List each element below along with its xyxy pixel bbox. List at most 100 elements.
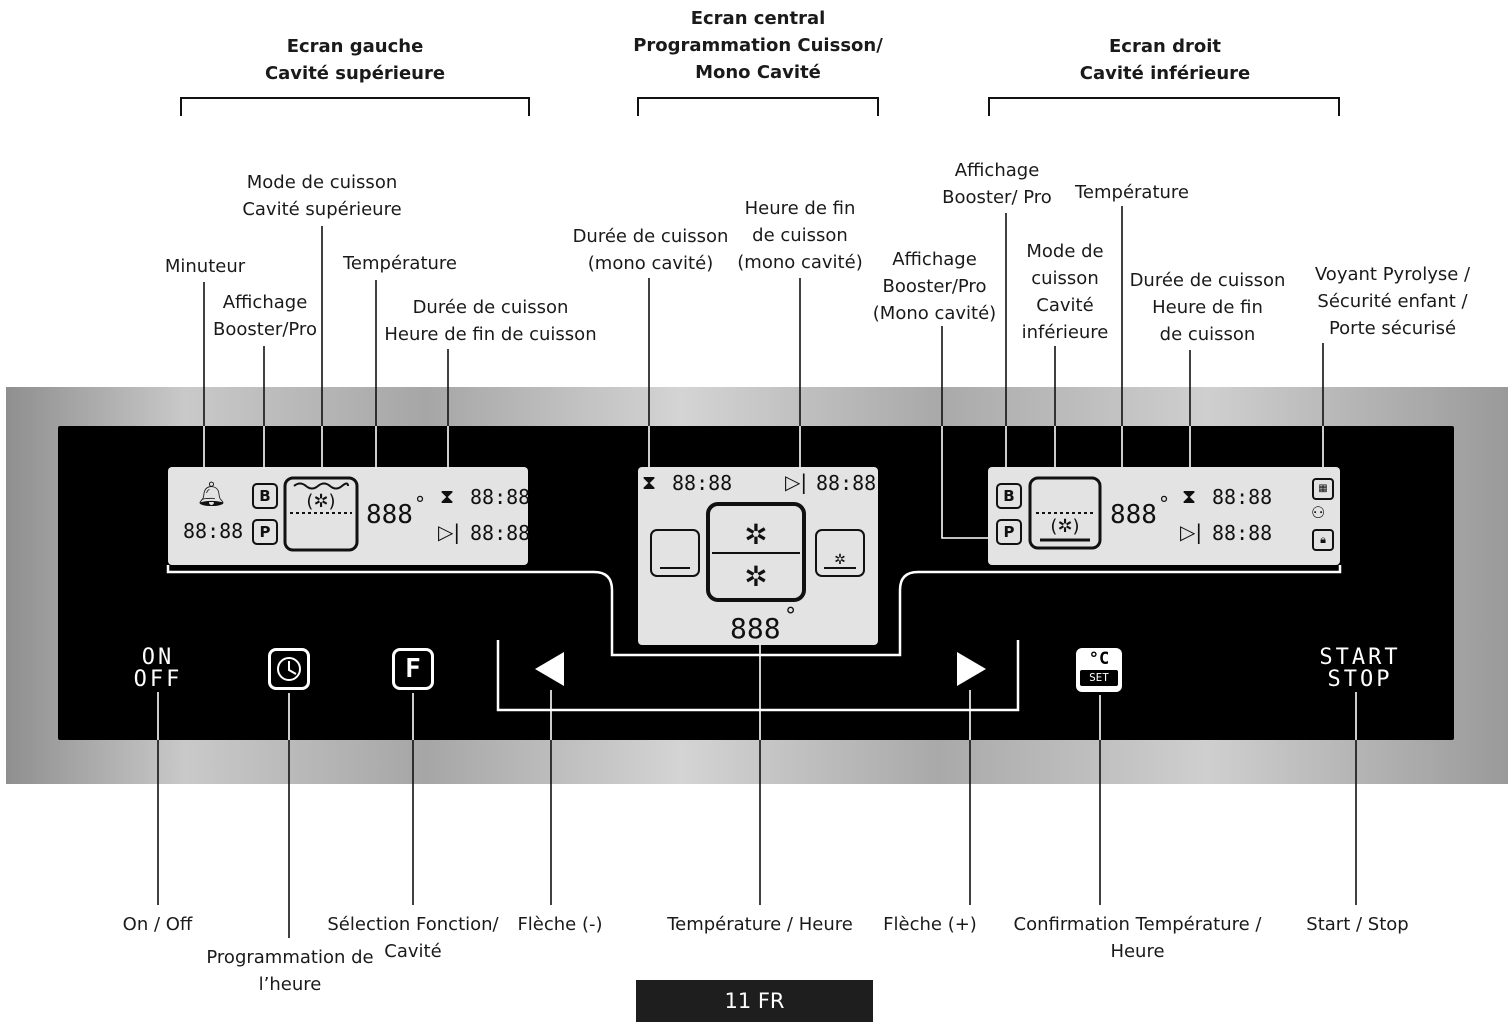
- arrow-left-icon: [535, 652, 564, 686]
- label-temp-left-text: Température: [342, 253, 458, 274]
- function-label: F: [405, 654, 421, 684]
- bell-icon: 🔔︎: [196, 480, 227, 508]
- label-temp-right: Température: [1062, 179, 1202, 206]
- set-label: SET: [1080, 670, 1118, 686]
- center-small-fan-icon: ✲: [834, 552, 846, 568]
- function-button[interactable]: F: [392, 648, 434, 690]
- left-end-readout: 88:88: [470, 521, 531, 545]
- label-affichage-right: Affichage Booster/ Pro: [932, 157, 1062, 211]
- right-duration-readout: 88:88: [1212, 485, 1273, 509]
- label-temp-left: Température: [330, 250, 470, 277]
- label-duree-left-2: Heure de fin de cuisson: [384, 324, 597, 345]
- label-selection-1: Sélection Fonction/: [327, 914, 499, 935]
- label-minuteur: Minuteur: [150, 253, 260, 280]
- header-left-line1: Ecran gauche: [286, 36, 424, 57]
- bracket-right: [988, 97, 1340, 116]
- header-center-line3: Mono Cavité: [695, 62, 821, 83]
- label-onoff-text: On / Off: [122, 914, 193, 935]
- label-duree-right-1: Durée de cuisson: [1129, 270, 1286, 291]
- label-affichage-left-1: Affichage: [222, 292, 308, 313]
- label-fin-center-3: (mono cavité): [737, 252, 863, 273]
- stop-label: STOP: [1327, 667, 1393, 692]
- clock-hands: [288, 661, 297, 675]
- left-temp-readout: 888: [366, 500, 413, 530]
- center-top-fan-icon: ✲: [744, 518, 767, 551]
- label-affichage-right-2: Booster/ Pro: [942, 187, 1052, 208]
- center-bottom-fan-icon: ✲: [744, 560, 767, 593]
- page-number: 11 FR: [636, 980, 873, 1022]
- center-lcd-screen: [638, 467, 878, 645]
- header-left-line2: Cavité supérieure: [264, 63, 446, 84]
- label-duree-center-2: (mono cavité): [587, 253, 714, 274]
- label-confirmation: Confirmation Température / Heure: [1000, 911, 1275, 965]
- center-hourglass-icon: ⧗: [642, 470, 657, 494]
- left-cavity-icon: [283, 476, 359, 552]
- hourglass-icon: ⧗: [440, 484, 455, 508]
- label-affichage-left: Affichage Booster/Pro: [190, 289, 340, 343]
- header-center-line2: Programmation Cuisson/: [633, 35, 883, 56]
- right-end-time-icon: ▷|: [1180, 520, 1203, 544]
- label-startstop: Start / Stop: [1295, 911, 1420, 938]
- pyrolysis-icon: ▦: [1312, 478, 1334, 500]
- label-prog-heure-1: Programmation de: [206, 947, 374, 968]
- label-mode-left: Mode de cuisson Cavité supérieure: [222, 169, 422, 223]
- end-time-icon: ▷|: [438, 520, 461, 544]
- label-duree-left: Durée de cuisson Heure de fin de cuisson: [368, 294, 613, 348]
- label-affichage-mono: Affichage Booster/Pro (Mono cavité): [862, 246, 1007, 327]
- temp-set-button[interactable]: °C SET: [1076, 648, 1122, 692]
- right-end-readout: 88:88: [1212, 521, 1273, 545]
- label-prog-heure-2: l’heure: [258, 974, 322, 995]
- label-mode-right-4: inférieure: [1021, 322, 1109, 343]
- center-duration-readout: 88:88: [672, 471, 733, 495]
- label-selection-2: Cavité: [384, 941, 442, 962]
- right-cavity-icon: [1028, 476, 1102, 550]
- label-mode-left-1: Mode de cuisson: [246, 172, 398, 193]
- on-off-button[interactable]: ON OFF: [122, 647, 194, 691]
- right-degree: °: [1158, 492, 1171, 516]
- screens-outline: [166, 565, 1342, 657]
- clock-button[interactable]: [268, 648, 310, 690]
- label-duree-center-1: Durée de cuisson: [572, 226, 729, 247]
- center-right-small-cavity: [815, 529, 865, 577]
- label-selection: Sélection Fonction/ Cavité: [313, 911, 513, 965]
- label-mode-right-3: Cavité: [1036, 295, 1094, 316]
- label-fin-center: Heure de fin de cuisson (mono cavité): [725, 195, 875, 276]
- start-stop-button[interactable]: START STOP: [1305, 647, 1415, 691]
- label-mode-left-2: Cavité supérieure: [242, 199, 402, 220]
- header-right-line1: Ecran droit: [1109, 36, 1221, 57]
- label-confirmation-2: Heure: [1110, 941, 1165, 962]
- center-degree: °: [784, 604, 798, 629]
- arrow-right-icon: [957, 652, 986, 686]
- start-label: START: [1319, 645, 1401, 670]
- label-affichage-right-1: Affichage: [954, 160, 1040, 181]
- label-fleche-plus-text: Flèche (+): [883, 914, 977, 935]
- label-startstop-text: Start / Stop: [1306, 914, 1409, 935]
- label-duree-right: Durée de cuisson Heure de fin de cuisson: [1120, 267, 1295, 348]
- label-affichage-mono-3: (Mono cavité): [872, 303, 997, 324]
- off-label: OFF: [133, 667, 183, 692]
- label-fleche-moins-text: Flèche (-): [517, 914, 603, 935]
- header-center: Ecran central Programmation Cuisson/ Mon…: [608, 5, 908, 86]
- arrow-keys-outline: [496, 640, 1020, 712]
- label-fleche-plus: Flèche (+): [875, 911, 985, 938]
- label-prog-heure: Programmation de l’heure: [175, 944, 405, 998]
- pro-p-icon: P: [252, 519, 278, 545]
- label-voyant-2: Sécurité enfant /: [1317, 291, 1468, 312]
- label-duree-right-3: de cuisson: [1159, 324, 1256, 345]
- right-fan-icon: (✲): [1050, 516, 1079, 537]
- label-mode-right-2: cuisson: [1031, 268, 1099, 289]
- header-center-line1: Ecran central: [690, 8, 826, 29]
- center-end-time-icon: ▷|: [785, 470, 808, 494]
- center-temp-readout: 888: [730, 612, 781, 645]
- left-fan-icon: (✲): [306, 491, 335, 512]
- label-temp-right-text: Température: [1074, 182, 1190, 203]
- right-booster-b-icon: B: [996, 483, 1022, 509]
- booster-b-icon: B: [252, 483, 278, 509]
- left-timer-readout: 88:88: [183, 519, 244, 543]
- label-temp-heure: Température / Heure: [655, 911, 865, 938]
- label-confirmation-1: Confirmation Température /: [1013, 914, 1262, 935]
- label-minuteur-text: Minuteur: [164, 256, 246, 277]
- label-affichage-left-2: Booster/Pro: [213, 319, 317, 340]
- left-duration-readout: 88:88: [470, 485, 531, 509]
